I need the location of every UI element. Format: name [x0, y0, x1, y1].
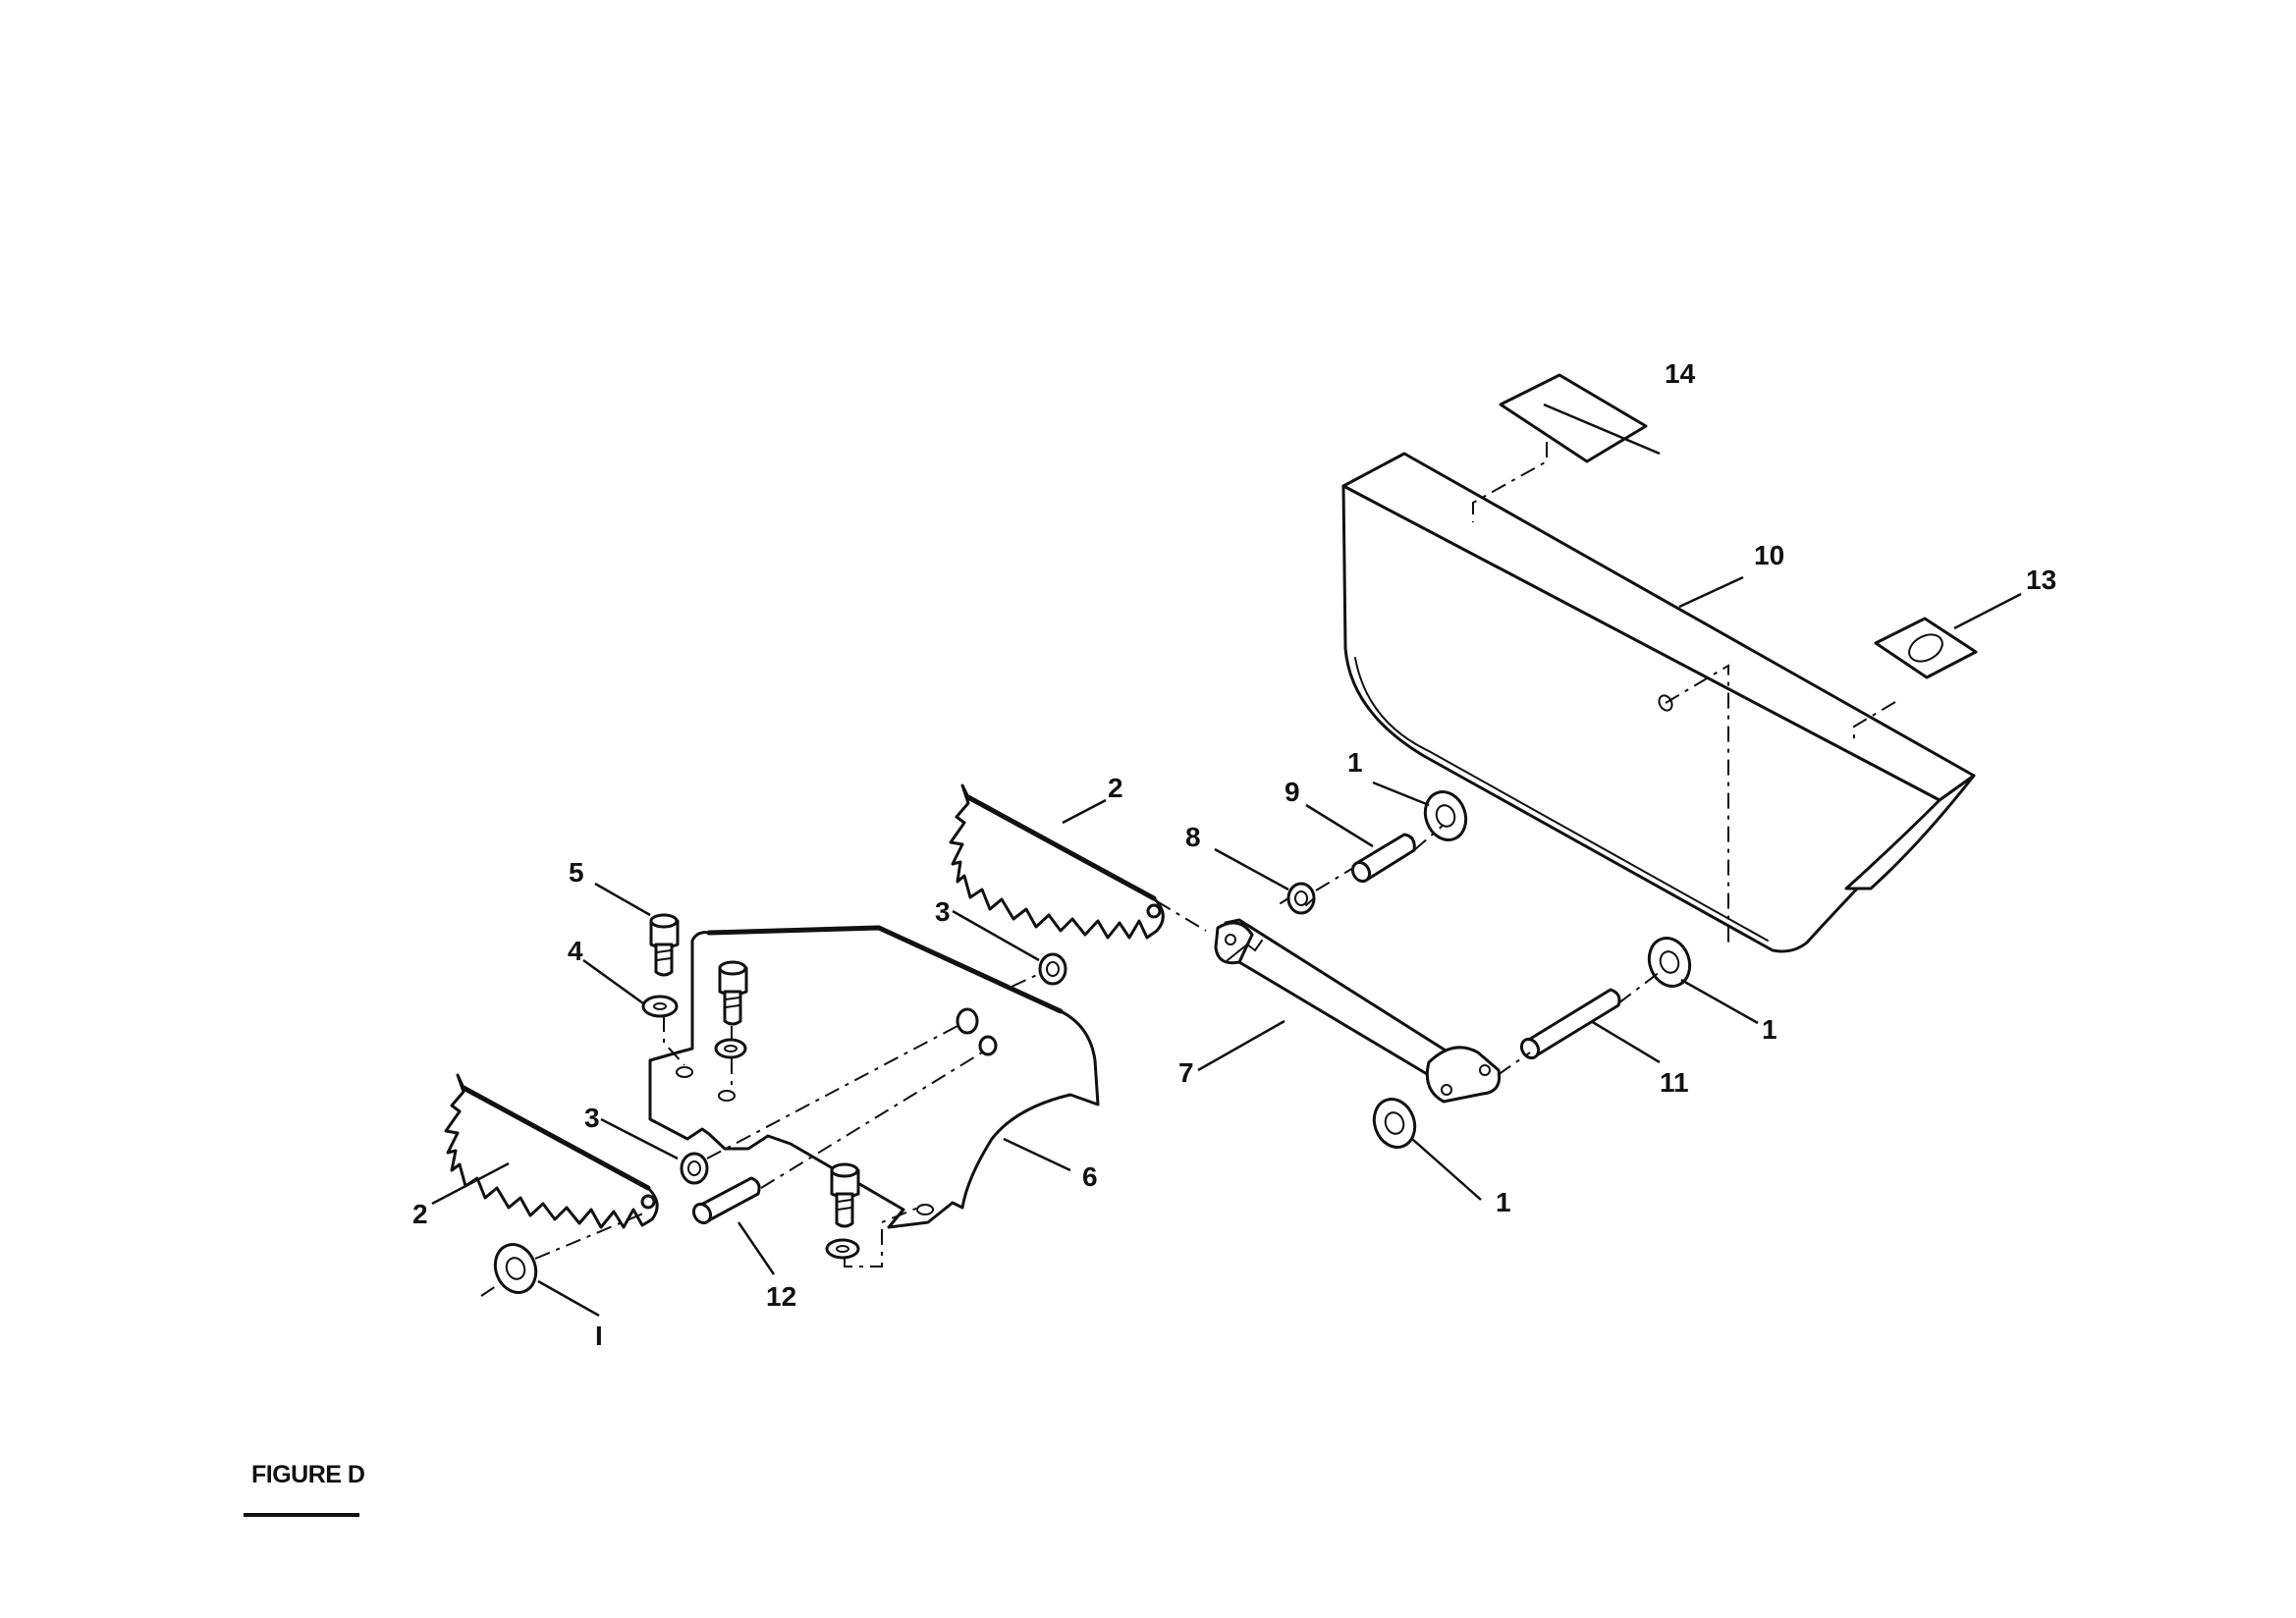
callout-2-lower: 2: [412, 1199, 428, 1229]
warning-label: [1472, 373, 1648, 522]
pin-long: [1519, 988, 1621, 1060]
callout-5: 5: [569, 857, 584, 888]
spacer-lower: [680, 1152, 709, 1185]
spacer-upper: [1011, 952, 1067, 988]
support-arm: [1214, 918, 1502, 1104]
figure-label: FIGURE D: [251, 1461, 365, 1488]
callout-1-lower: 1: [1496, 1187, 1511, 1217]
washer-right: [1647, 937, 1692, 988]
washer-lower-center: [1372, 1098, 1417, 1149]
callout-6: 6: [1082, 1161, 1098, 1192]
washer-lower-left: [493, 1243, 538, 1294]
figure-label-underline: [244, 1513, 359, 1517]
pin-lower: [691, 1176, 761, 1225]
callout-7: 7: [1178, 1057, 1194, 1088]
callout-3-upper: 3: [935, 896, 951, 927]
screw-upper-mid: [718, 960, 748, 1026]
callout-10: 10: [1754, 540, 1784, 570]
callout-12: 12: [766, 1281, 796, 1312]
guard-bracket: [648, 925, 1100, 1229]
screw-lower: [830, 1162, 860, 1228]
callout-13: 13: [2026, 565, 2056, 595]
callout-4: 4: [568, 936, 583, 966]
washer-small-left: [641, 995, 679, 1018]
anti-kickback-pawl-upper: [949, 783, 1165, 940]
callout-2-upper: 2: [1108, 773, 1123, 803]
callout-11: 11: [1660, 1067, 1689, 1098]
nut: [1280, 882, 1316, 915]
blade-guard-housing: [1341, 452, 1976, 953]
callout-1-upper: 1: [1347, 747, 1363, 778]
callout-3-lower: 3: [584, 1103, 600, 1133]
callout-8: 8: [1185, 822, 1201, 852]
washer-small-lower: [825, 1238, 860, 1260]
label-plate: [1853, 617, 1978, 741]
callout-1-right: 1: [1762, 1014, 1777, 1045]
washer-small-mid: [714, 1038, 747, 1059]
screw-upper-left: [649, 913, 680, 977]
callout-9: 9: [1285, 777, 1300, 807]
washer-upper-right: [1423, 790, 1468, 841]
anti-kickback-pawl-lower: [444, 1073, 659, 1229]
pin-short: [1350, 833, 1416, 884]
callout-14: 14: [1665, 358, 1696, 389]
callout-1-lower-left: I: [595, 1321, 603, 1351]
